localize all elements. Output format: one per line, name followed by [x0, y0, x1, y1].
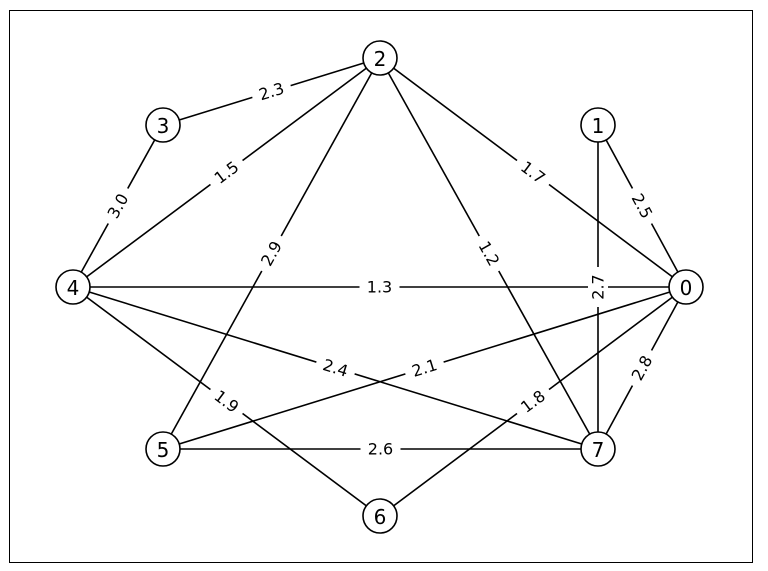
edge-label-background: [588, 267, 608, 307]
edge-label-background: [623, 345, 661, 391]
node-4: 4: [55, 269, 91, 305]
edge-label-5-7: 2.6: [360, 439, 401, 459]
edge-label-1-7: 2.7: [588, 267, 608, 307]
node-label: 5: [157, 438, 170, 462]
edge-label-4-0: 1.3: [359, 277, 400, 297]
node-1: 1: [580, 107, 616, 143]
edge-label-background: [470, 231, 508, 276]
node-label: 1: [592, 114, 605, 138]
node-label: 4: [67, 276, 80, 300]
node-5: 5: [145, 431, 181, 467]
node-label: 3: [157, 114, 170, 138]
node-2: 2: [362, 40, 398, 76]
node-circle: [580, 431, 616, 467]
edge-weight-text: 1.3: [367, 278, 392, 297]
node-3: 3: [145, 107, 181, 143]
node-label: 7: [592, 438, 605, 462]
edge-label-background: [623, 183, 661, 229]
node-circle: [580, 107, 616, 143]
node-circle: [55, 269, 91, 305]
node-0: 0: [668, 269, 704, 305]
node-6: 6: [362, 498, 398, 534]
edge-label-background: [313, 352, 358, 384]
edge-label-background: [510, 152, 556, 193]
node-label: 0: [680, 276, 693, 300]
node-label: 2: [374, 47, 387, 71]
edge-label-background: [402, 352, 447, 384]
edge-label-background: [249, 76, 294, 107]
node-circle: [668, 269, 704, 305]
edge-weight-text: 2.6: [368, 440, 393, 459]
edge-label-background: [99, 183, 137, 229]
edge-label-background: [204, 381, 249, 422]
node-circle: [362, 40, 398, 76]
edge-label-background: [359, 277, 400, 297]
edge-label-background: [204, 152, 249, 193]
edge-label-background: [510, 381, 556, 422]
node-7: 7: [580, 431, 616, 467]
node-label: 6: [374, 505, 387, 529]
edge-weight-text: 2.7: [589, 274, 608, 299]
edge-label-background: [360, 439, 401, 459]
node-circle: [362, 498, 398, 534]
node-circle: [145, 431, 181, 467]
node-circle: [145, 107, 181, 143]
edge-label-background: [253, 231, 290, 276]
